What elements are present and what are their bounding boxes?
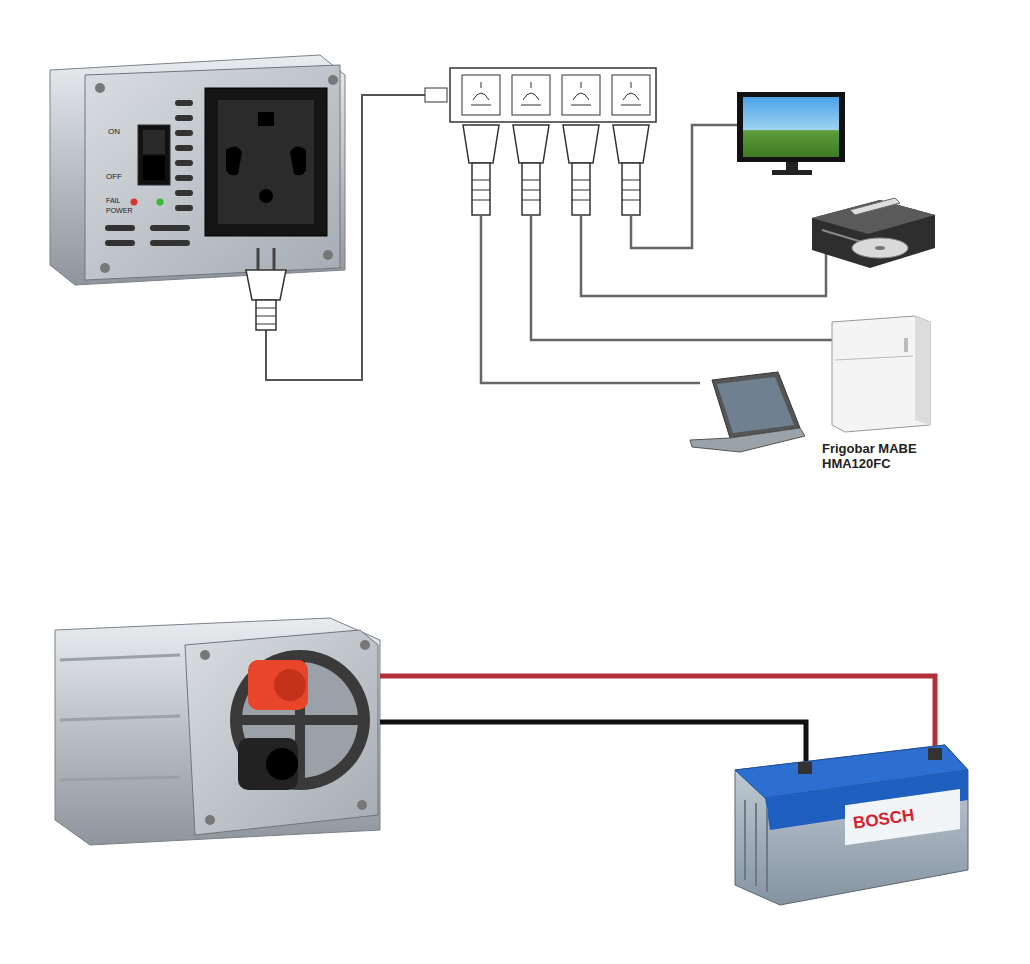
strip-plugs bbox=[463, 125, 649, 215]
switch-label: OFF bbox=[106, 172, 122, 181]
inverter-front bbox=[50, 55, 345, 285]
inverter-plug bbox=[246, 248, 286, 330]
tv-monitor bbox=[737, 92, 845, 175]
battery-wires bbox=[380, 676, 935, 768]
led-label: FAIL bbox=[106, 197, 120, 205]
device-cables bbox=[481, 125, 832, 383]
led-label: POWER bbox=[106, 207, 132, 215]
dvd-player bbox=[812, 198, 935, 268]
switch-label: ON bbox=[108, 127, 120, 136]
minibar-fridge bbox=[832, 316, 930, 432]
laptop bbox=[690, 372, 805, 452]
appliance-label: Frigobar MABE HMA120FC bbox=[822, 442, 942, 472]
car-battery bbox=[735, 745, 968, 905]
inverter-back bbox=[55, 618, 380, 845]
power-strip bbox=[425, 68, 656, 122]
power-cable bbox=[266, 95, 425, 380]
